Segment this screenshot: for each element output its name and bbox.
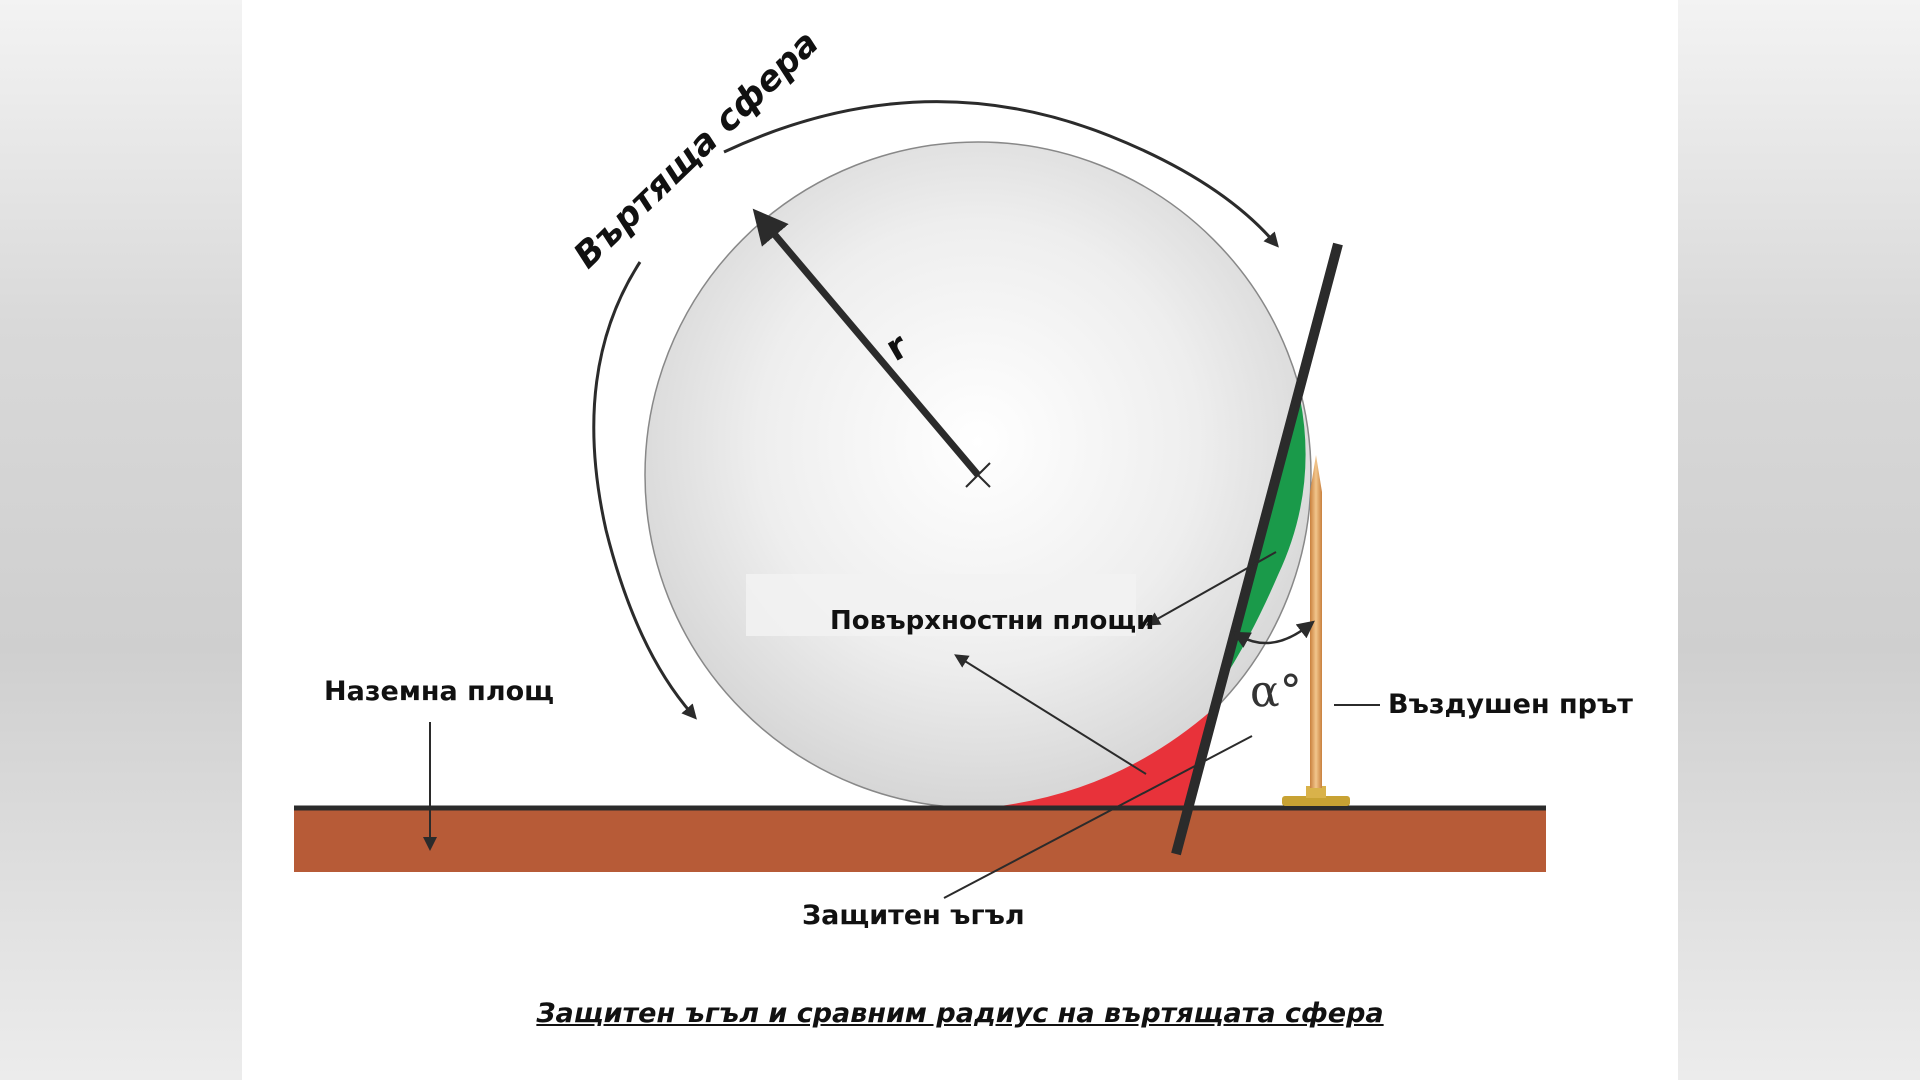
protection-line	[1171, 242, 1343, 856]
angle-alpha-label: α°	[1250, 666, 1302, 717]
surface-pointer-green	[1145, 551, 1277, 626]
ground-area-label: Наземна площ	[324, 676, 554, 707]
ground-block	[294, 806, 1546, 872]
air-rod-label: Въздушен прът	[1388, 689, 1633, 720]
protective-angle-pointer	[943, 735, 1253, 899]
air-rod-base-top	[1306, 786, 1326, 798]
angle-arc	[1232, 620, 1315, 648]
rotation-arrow-top	[723, 100, 1279, 248]
center-mark	[965, 462, 991, 488]
air-rod	[1310, 455, 1322, 788]
red-protected-zone	[1000, 710, 1212, 808]
radius-arrow	[752, 208, 981, 478]
figure-caption: Защитен ъгъл и сравним радиус на въртяща…	[536, 998, 1384, 1029]
air-rod-base	[1282, 796, 1350, 806]
surface-areas-label: Повърхностни площи	[830, 606, 1154, 636]
surface-pointer-red	[954, 654, 1147, 775]
protective-angle-label: Защитен ъгъл	[802, 900, 1025, 931]
rotation-arrow-left	[592, 261, 697, 720]
surface-label-backdrop	[746, 574, 1136, 636]
